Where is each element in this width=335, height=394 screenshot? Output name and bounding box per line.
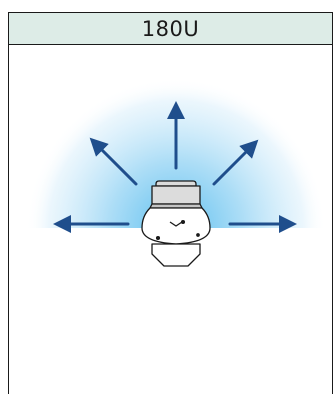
arrow-upper-left [89, 137, 138, 186]
camera-icon [141, 180, 211, 267]
arrow-upper-right [212, 139, 259, 186]
panel-title: 180U [141, 16, 200, 41]
panel-frame [8, 44, 333, 394]
panel-header: 180U [8, 12, 333, 45]
